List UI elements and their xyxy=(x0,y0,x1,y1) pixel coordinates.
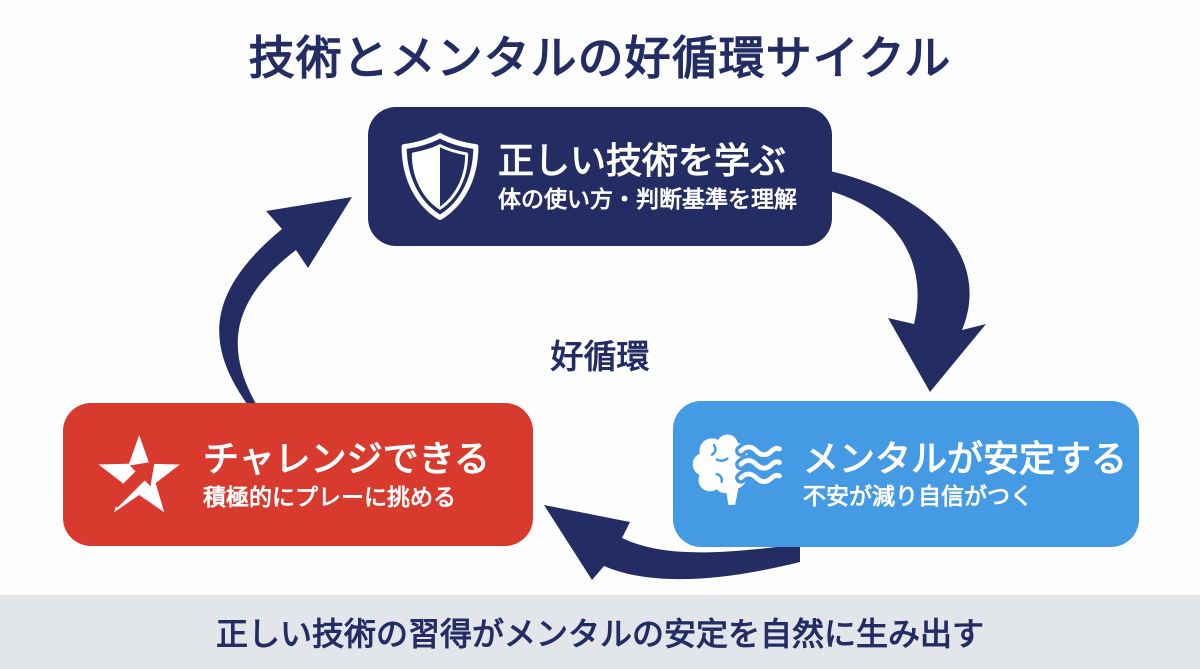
shield-icon xyxy=(394,131,486,223)
star-arrow-icon xyxy=(91,424,191,526)
brain-icon xyxy=(685,424,791,524)
page-title: 技術とメンタルの好循環サイクル xyxy=(248,32,952,84)
node-title: メンタルが安定する xyxy=(803,437,1128,479)
node-challenge: チャレンジできる 積極的にプレーに挑める xyxy=(63,403,533,546)
node-subtitle: 積極的にプレーに挑める xyxy=(203,483,456,510)
node-title: チャレンジできる xyxy=(203,438,490,480)
center-cycle-label: 好循環 xyxy=(550,338,650,375)
node-subtitle: 体の使い方・判断基準を理解 xyxy=(498,185,797,212)
node-title: 正しい技術を学ぶ xyxy=(498,140,787,182)
footer-band: 正しい技術の習得がメンタルの安定を自然に生み出す xyxy=(0,595,1200,669)
footer-text: 正しい技術の習得がメンタルの安定を自然に生み出す xyxy=(215,616,984,652)
node-subtitle: 不安が減り自信がつく xyxy=(803,483,1033,510)
node-mental-stability: メンタルが安定する 不安が減り自信がつく xyxy=(673,401,1139,547)
node-learn-technique: 正しい技術を学ぶ 体の使い方・判断基準を理解 xyxy=(368,107,832,246)
